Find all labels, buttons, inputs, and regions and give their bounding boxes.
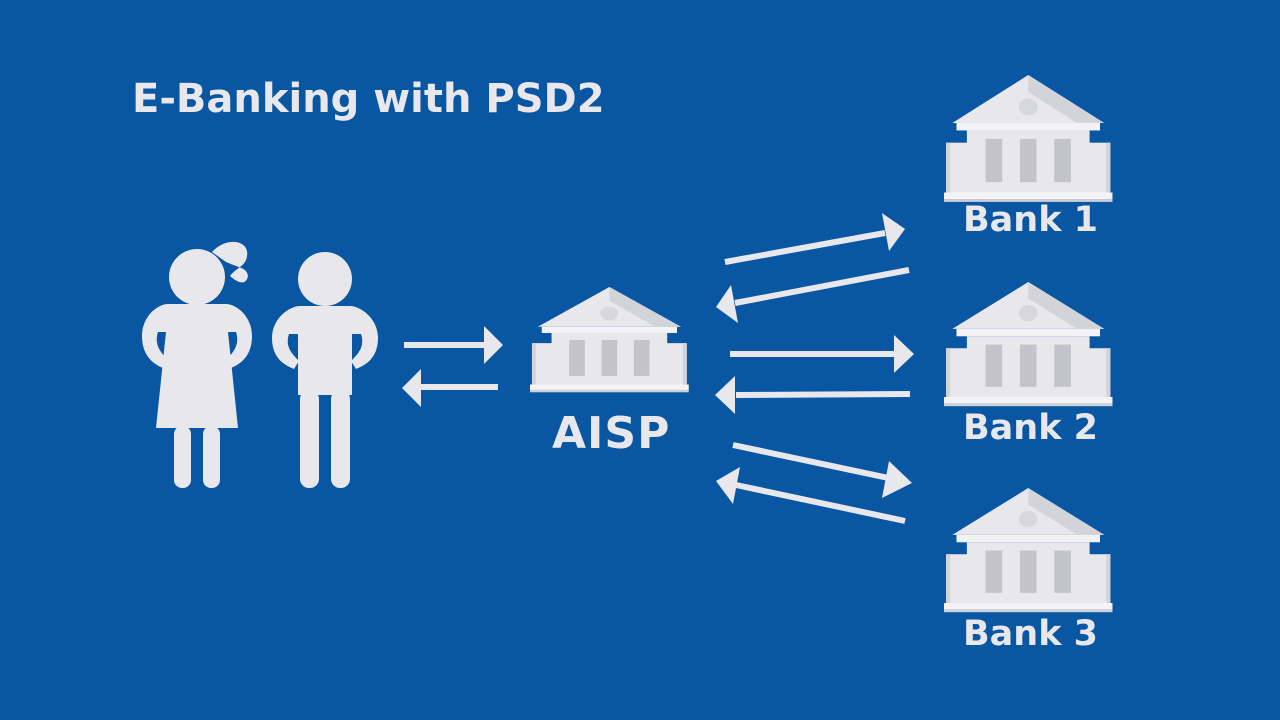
bank1-label: Bank 1	[963, 200, 1099, 240]
bank3-label: Bank 3	[963, 614, 1099, 654]
bank2-to-aisp-arrow	[715, 376, 911, 414]
aisp-bank-icon	[530, 287, 689, 393]
aisp-to-user-arrow	[402, 369, 498, 407]
girl-icon	[142, 241, 252, 488]
bank3-to-aisp-arrow	[716, 467, 906, 524]
aisp-to-bank1-arrow	[724, 213, 905, 265]
page-title: E-Banking with PSD2	[132, 76, 605, 122]
aisp-to-bank3-arrow	[732, 442, 912, 498]
bank3-icon	[944, 488, 1113, 613]
user-to-aisp-arrow	[404, 326, 503, 364]
bank2-icon	[944, 282, 1113, 407]
bank2-label: Bank 2	[963, 408, 1099, 448]
aisp-to-bank2-arrow	[730, 335, 914, 373]
aisp-label: AISP	[552, 408, 671, 459]
bank1-icon	[944, 75, 1113, 202]
boy-icon	[272, 252, 378, 488]
bank1-to-aisp-arrow	[716, 267, 910, 323]
